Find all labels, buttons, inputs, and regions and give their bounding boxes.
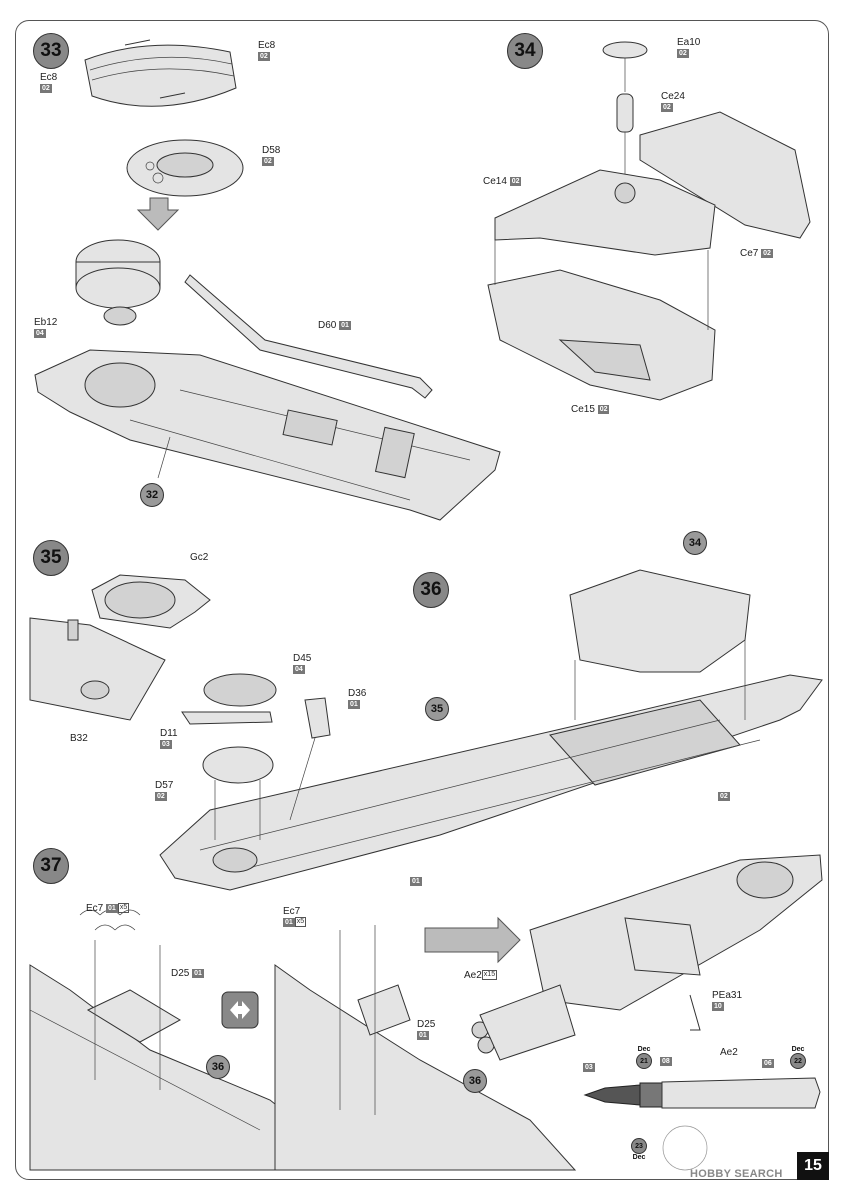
- label-d60: D60 01: [318, 320, 351, 331]
- label-paint-03: 03: [583, 1062, 595, 1072]
- step33-drawing: [34, 39, 501, 521]
- watermark-text: HOBBY SEARCH: [690, 1168, 783, 1180]
- step-37-number: 37: [40, 855, 62, 876]
- ref-step-36-left: 36: [206, 1055, 230, 1079]
- ref-step-34: 34: [683, 531, 707, 555]
- ref-step-32-number: 32: [145, 489, 159, 501]
- step-34-badge: 34: [507, 33, 543, 69]
- ref-step-36-middle: 36: [463, 1069, 487, 1093]
- page-number: 15: [797, 1152, 829, 1180]
- step34-drawing: [487, 41, 811, 401]
- label-gc2: Gc2: [190, 552, 209, 563]
- ref-step-36-left-number: 36: [211, 1061, 225, 1073]
- ref-step-35-number: 35: [430, 703, 444, 715]
- label-ae2-sprue: 06: [762, 1058, 774, 1068]
- ref-step-34-number: 34: [688, 537, 702, 549]
- label-hull-01: 01: [410, 876, 422, 886]
- label-hull-02: 02: [718, 791, 730, 801]
- ref-step-32: 32: [140, 483, 164, 507]
- step-36-number: 36: [420, 579, 442, 600]
- ref-step-35: 35: [425, 697, 449, 721]
- step-37-badge: 37: [33, 848, 69, 884]
- step-35-number: 35: [40, 547, 62, 568]
- step36-drawing: [159, 569, 823, 891]
- label-b32: B32: [70, 733, 88, 744]
- step-35-badge: 35: [33, 540, 69, 576]
- page-frame: [15, 20, 829, 1180]
- label-ce15: Ce15 02: [571, 404, 610, 415]
- label-ce14: Ce14 02: [483, 176, 522, 187]
- step-36-badge: 36: [413, 572, 449, 608]
- step35-drawing: [29, 574, 211, 721]
- step-33-number: 33: [40, 40, 62, 61]
- label-paint-08: 08: [660, 1056, 672, 1066]
- label-ce7: Ce7 02: [740, 248, 773, 259]
- step-34-number: 34: [514, 40, 536, 61]
- step-33-badge: 33: [33, 33, 69, 69]
- label-ae2-detail: Ae2: [720, 1047, 738, 1058]
- ref-step-36-middle-number: 36: [468, 1075, 482, 1087]
- step37-drawing: [29, 854, 823, 1171]
- label-d25-left: D25 01: [171, 968, 204, 979]
